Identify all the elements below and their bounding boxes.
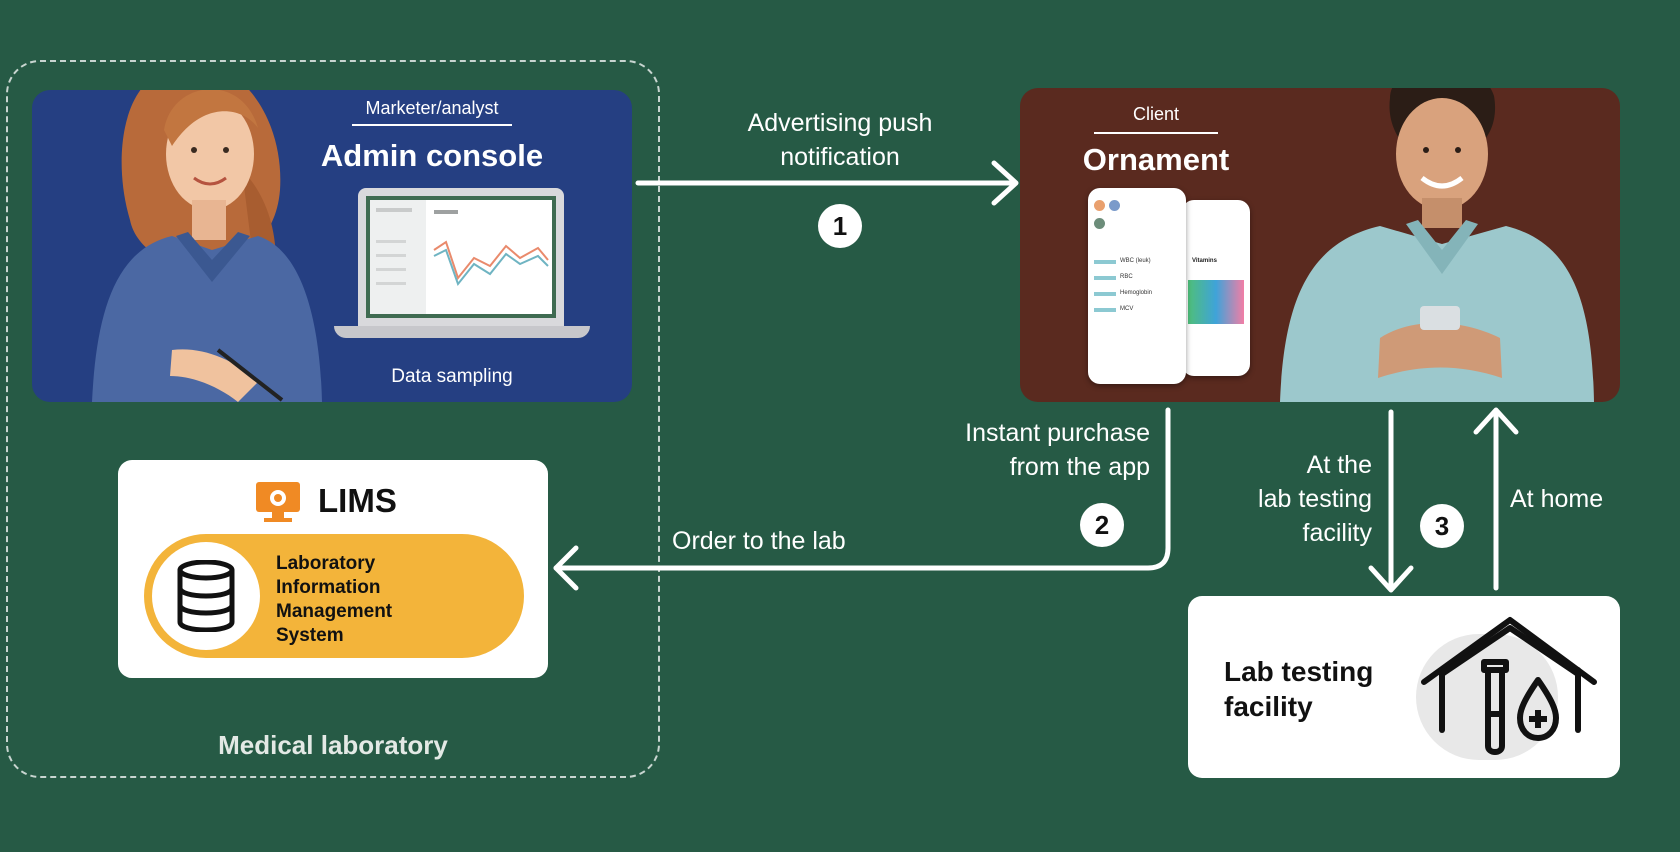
data-sampling-label: Data sampling	[391, 366, 513, 387]
purchase-label-line-2: from the app	[1009, 453, 1150, 481]
admin-console-card: Marketer/analyst Admin console Data sam	[32, 90, 632, 402]
at-lab-line-3: facility	[1302, 519, 1372, 547]
lims-pill: Laboratory Information Management System	[144, 534, 524, 658]
order-to-lab-arrow	[553, 407, 1171, 571]
admin-role-label: Marketer/analyst	[365, 98, 499, 118]
lims-line-3: Management	[276, 601, 393, 622]
phone-row-1: WBC (leuk)	[1120, 258, 1151, 264]
purchase-label-line-1: Instant purchase	[965, 419, 1150, 447]
client-role-label: Client	[1132, 104, 1180, 124]
lab-house-icon	[1421, 617, 1597, 755]
test-tube-icon	[1481, 659, 1509, 755]
laptop-base	[334, 326, 590, 338]
ornament-phone-secondary: Vitamins	[1182, 200, 1250, 376]
lab-facility-line-2: facility	[1224, 691, 1313, 722]
laptop-screen	[358, 188, 564, 326]
step-2-badge: 2	[1080, 503, 1124, 547]
lims-line-1: Laboratory	[276, 553, 376, 574]
blood-drop-icon	[1517, 677, 1559, 741]
lims-monitor-icon	[256, 482, 300, 522]
at-lab-facility-label: At the lab testing facility	[1212, 448, 1372, 550]
lab-facility-card: Lab testing facility	[1188, 596, 1620, 778]
medical-laboratory-label: Medical laboratory	[218, 730, 448, 760]
client-title-rule	[1094, 132, 1218, 134]
lab-facility-line-1: Lab testing	[1224, 656, 1374, 687]
phone-row-4: MCV	[1120, 306, 1134, 312]
admin-console-title: Admin console	[320, 138, 544, 173]
client-card: Client Ornament Vitamins WBC (leuk) RBC …	[1020, 88, 1620, 402]
ornament-phone-main: WBC (leuk) RBC Hemoglobin MCV	[1088, 188, 1186, 384]
medical-laboratory-region	[6, 60, 660, 778]
step-3-badge: 3	[1420, 504, 1464, 548]
lims-card: LIMS Laboratory Information Management S…	[118, 460, 548, 678]
client-person-illustration	[1280, 88, 1594, 402]
push-notification-label: Advertising push notification	[700, 106, 980, 174]
dashboard-chart-icon	[370, 200, 549, 314]
at-lab-line-2: lab testing	[1258, 485, 1372, 513]
at-lab-line-1: At the	[1306, 451, 1372, 479]
step-1-badge: 1	[818, 204, 862, 248]
database-icon	[177, 560, 235, 632]
at-home-label: At home	[1510, 485, 1604, 513]
push-label-line-2: notification	[780, 143, 900, 171]
admin-title-rule	[352, 124, 512, 126]
lab-facility-label: Lab testing facility	[1224, 654, 1373, 724]
lims-description: Laboratory Information Management System	[276, 552, 496, 648]
ornament-app-title: Ornament	[1082, 142, 1230, 177]
lims-title: LIMS	[318, 482, 397, 519]
lims-line-4: System	[276, 625, 344, 646]
push-label-line-1: Advertising push	[747, 109, 933, 137]
lims-line-2: Information	[276, 577, 381, 598]
phone-row-2: RBC	[1120, 274, 1133, 280]
order-to-lab-label: Order to the lab	[672, 527, 846, 555]
instant-purchase-label: Instant purchase from the app	[880, 416, 1150, 484]
phone-section-label: Vitamins	[1192, 258, 1217, 264]
database-icon-holder	[152, 542, 260, 650]
phone-row-3: Hemoglobin	[1120, 290, 1153, 296]
analyst-person-illustration	[92, 90, 322, 402]
